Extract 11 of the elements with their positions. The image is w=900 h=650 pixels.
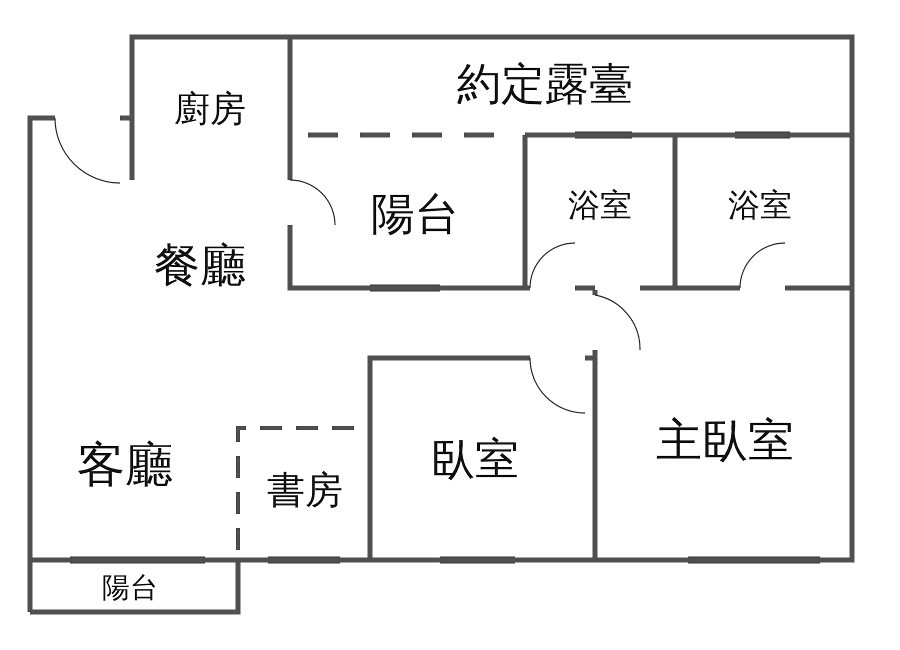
room-label: 陽台 (371, 193, 459, 237)
room-label: 浴室 (728, 189, 792, 221)
room-label: 陽台 (102, 574, 158, 602)
room-label: 客廳 (77, 441, 173, 489)
room-label: 臥室 (431, 438, 519, 482)
room-label: 主臥室 (656, 417, 794, 463)
room-label: 餐廳 (154, 242, 246, 288)
room-label: 書房 (267, 471, 343, 509)
room-label: 浴室 (568, 189, 632, 221)
room-label: 約定露臺 (457, 63, 633, 107)
room-label: 廚房 (174, 92, 246, 128)
